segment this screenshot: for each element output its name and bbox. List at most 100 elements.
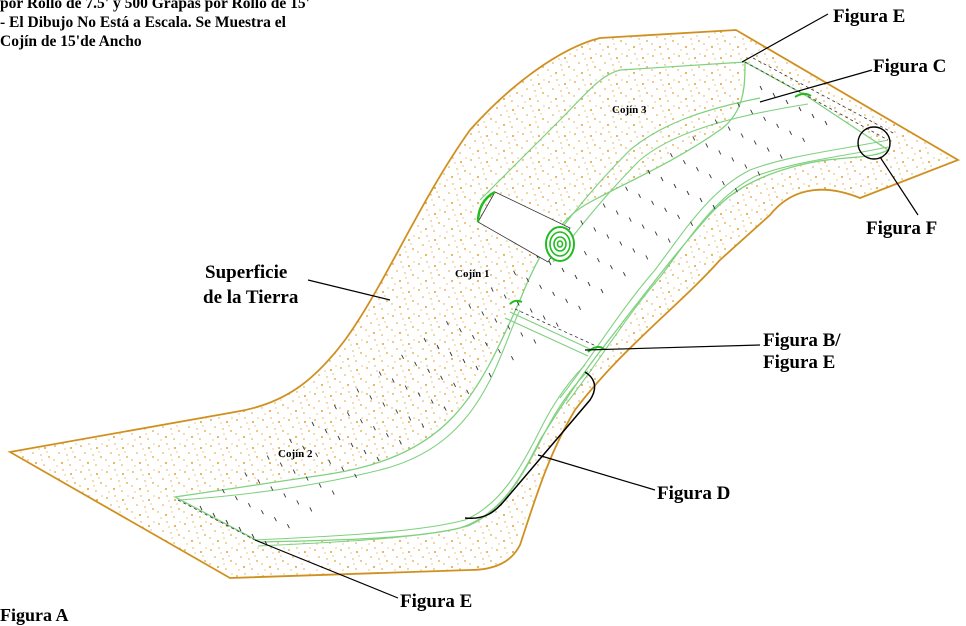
- staple-mark: [221, 488, 225, 494]
- staple-mark: [247, 502, 251, 508]
- staple-mark: [779, 154, 783, 159]
- staple-mark: [824, 120, 828, 126]
- roll-end-ring-1: [549, 231, 571, 257]
- staple-mark: [593, 227, 597, 232]
- staple-mark: [555, 322, 559, 327]
- staple-mark: [279, 462, 283, 467]
- label-figura-a: Figura A: [0, 605, 69, 625]
- staple-mark: [391, 378, 395, 383]
- staple-mark: [507, 325, 511, 330]
- staple-mark: [436, 344, 440, 350]
- staple-mark: [690, 221, 694, 227]
- staple-mark: [654, 231, 658, 236]
- staple-mark: [378, 371, 382, 376]
- label-figura-c: Figura C: [873, 56, 947, 77]
- staple-mark: [647, 169, 651, 175]
- staple-mark: [315, 452, 319, 458]
- staple-mark: [337, 435, 341, 441]
- staple-mark: [385, 432, 389, 438]
- staple-mark: [318, 483, 322, 488]
- staple-mark: [763, 116, 767, 122]
- blanket-roll: [476, 190, 575, 263]
- staple-mark: [734, 187, 738, 193]
- staple-mark: [408, 416, 412, 421]
- staple-mark: [533, 339, 537, 344]
- staple-mark: [583, 250, 587, 256]
- staple-mark: [660, 176, 664, 182]
- bottom-trench-dashed: [177, 499, 256, 541]
- staple-mark: [453, 382, 457, 388]
- staple-mark: [414, 361, 418, 367]
- leader-figura-f: [879, 156, 919, 216]
- staple-mark: [309, 507, 313, 512]
- staple-mark: [727, 126, 731, 131]
- staple-mark: [789, 130, 793, 136]
- label-figura-b-1: Figura B/: [763, 330, 841, 351]
- label-cojin-3: Cojín 3: [612, 104, 647, 116]
- staple-mark: [286, 523, 290, 529]
- label-figura-e-top: Figura E: [833, 6, 906, 27]
- staple-marks: [199, 85, 828, 546]
- staple-mark: [356, 388, 360, 393]
- staple-mark: [488, 372, 492, 378]
- staple-mark: [609, 264, 613, 270]
- blanket-outer-edge-2: [565, 146, 889, 405]
- label-superficie-2: de la Tierra: [203, 287, 299, 308]
- staple-mark: [753, 140, 757, 145]
- staple-mark: [673, 183, 677, 189]
- label-cojin-1: Cojín 1: [455, 268, 490, 280]
- staple-mark: [238, 526, 242, 532]
- seam-dashed: [514, 308, 597, 347]
- staple-mark: [667, 238, 671, 243]
- staple-mark: [712, 204, 716, 210]
- staple-mark: [395, 409, 399, 414]
- staple-mark: [705, 143, 709, 148]
- staple-mark: [484, 341, 488, 347]
- staple-mark: [632, 248, 636, 253]
- staple-mark: [421, 423, 425, 428]
- staple-mark: [622, 271, 626, 277]
- staple-mark: [324, 428, 328, 434]
- label-figura-e-bottom: Figura E: [400, 591, 473, 612]
- blanket-bottom-edge: [254, 364, 586, 541]
- staple-mark: [283, 493, 287, 498]
- staple-mark: [372, 425, 376, 431]
- staple-mark: [234, 495, 238, 501]
- staple-mark: [449, 351, 453, 357]
- staple-mark: [382, 402, 386, 407]
- leader-figura-b: [584, 344, 761, 351]
- seam-line: [509, 311, 593, 351]
- staple-mark: [363, 449, 367, 455]
- staple-mark: [466, 389, 470, 395]
- staple-mark: [744, 164, 748, 169]
- staple-mark: [359, 418, 363, 424]
- staple-mark: [625, 186, 629, 192]
- staple-mark: [578, 305, 582, 311]
- staple-mark: [718, 150, 722, 155]
- staple-mark: [510, 355, 514, 361]
- staple-mark: [516, 301, 520, 306]
- leader-figura-c: [759, 69, 873, 103]
- green-accent-top: [794, 92, 812, 98]
- staple-mark: [580, 220, 584, 225]
- staple-mark: [565, 298, 569, 304]
- staple-mark: [641, 224, 645, 229]
- staple-mark: [430, 399, 434, 404]
- staple-mark: [759, 85, 763, 91]
- staple-mark: [296, 500, 300, 505]
- staple-mark: [445, 320, 449, 326]
- staple-mark: [354, 473, 358, 479]
- staple-mark: [257, 479, 261, 484]
- staple-mark: [244, 472, 248, 477]
- note-line-2: - El Dibujo No Está a Escala. Se Muestra…: [0, 14, 286, 31]
- staple-mark: [481, 311, 485, 316]
- staple-mark: [721, 180, 725, 186]
- staple-mark: [251, 533, 255, 539]
- staple-mark: [401, 354, 405, 360]
- staple-mark: [462, 358, 466, 364]
- staple-mark: [458, 327, 462, 333]
- label-cojin-2: Cojín 2: [278, 448, 313, 460]
- staple-mark: [292, 469, 296, 474]
- note-line-3: Cojín de 15'de Ancho: [0, 33, 142, 50]
